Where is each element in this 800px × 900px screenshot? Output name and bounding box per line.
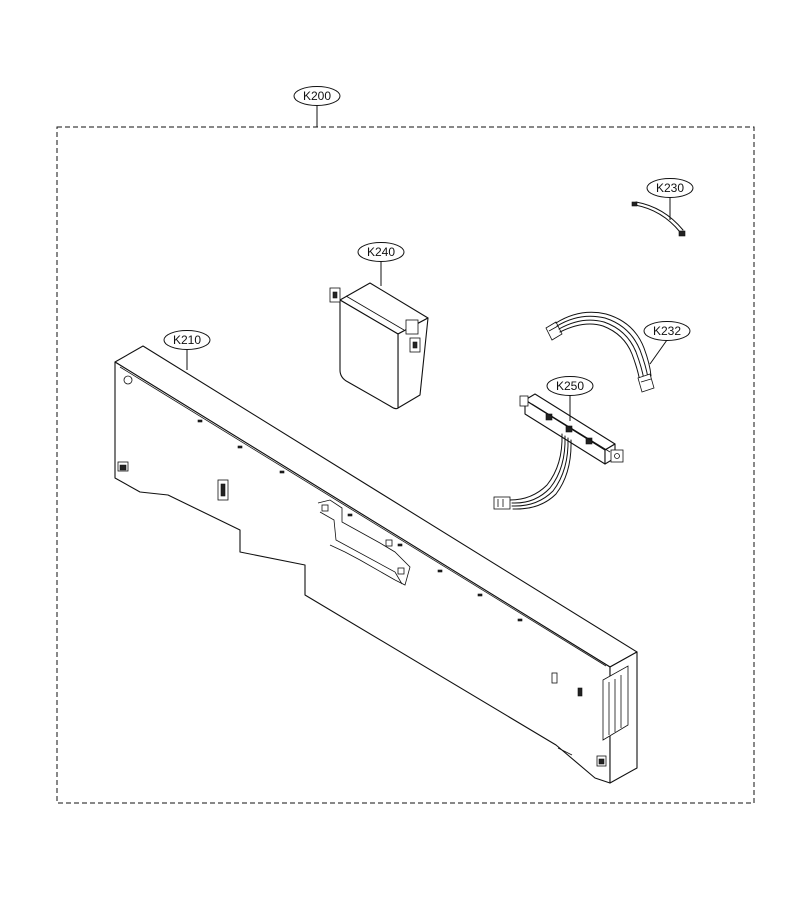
label-k210: K210 — [163, 330, 211, 350]
k232-leader — [649, 339, 668, 365]
label-k230-text: K230 — [656, 181, 684, 195]
panel-center-bracket — [317, 499, 411, 586]
label-k200: K200 — [293, 86, 341, 106]
label-k232: K232 — [643, 321, 691, 341]
part-k230-wire-jumper[interactable] — [631, 201, 686, 237]
part-k232-wire-harness[interactable] — [545, 311, 655, 393]
label-k230: K230 — [646, 178, 694, 198]
label-k240-text: K240 — [367, 245, 395, 259]
part-k210-control-panel[interactable] — [114, 345, 638, 784]
part-k240-control-module[interactable] — [329, 282, 429, 410]
label-k240: K240 — [357, 242, 405, 262]
assembly-boundary — [56, 126, 755, 804]
label-k232-text: K232 — [653, 324, 681, 338]
label-k200-text: K200 — [303, 89, 331, 103]
part-k250-switch-board[interactable] — [493, 393, 624, 510]
label-k250: K250 — [546, 376, 594, 396]
label-k250-text: K250 — [556, 379, 584, 393]
label-k210-text: K210 — [173, 333, 201, 347]
